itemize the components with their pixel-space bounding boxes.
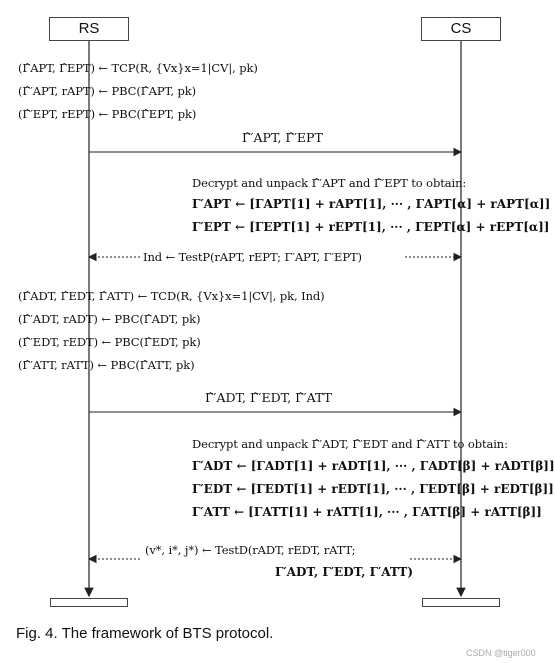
cs-gamma-att: Γ′ATT ← [ΓATT[1] + rATT[1], ··· , ΓATT[β… — [192, 505, 542, 519]
rs-end-box — [50, 598, 128, 607]
watermark: CSDN @tiger000 — [466, 648, 536, 658]
cs-gamma-edt: Γ′EDT ← [ΓEDT[1] + rEDT[1], ··· , ΓEDT[β… — [192, 482, 554, 496]
rs-step-tcp: (Γ̂APT, Γ̂EPT) ← TCP(R, {Vx}x=1|CV|, pk) — [18, 61, 258, 75]
cs-gamma-adt: Γ′ADT ← [ΓADT[1] + rADT[1], ··· , ΓADT[β… — [192, 459, 555, 473]
cs-label: CS — [450, 20, 472, 37]
msg2-label: Ind ← TestP(rAPT, rEPT; Γ′APT, Γ′EPT) — [143, 250, 362, 264]
rs-participant-box: RS — [49, 17, 129, 41]
msg3-label: Γ̂′ADT, Γ̂′EDT, Γ̂′ATT — [205, 390, 332, 405]
rs-step-pbc-edt: (Γ̂′EDT, rEDT) ← PBC(Γ̂EDT, pk) — [18, 335, 201, 349]
cs-end-box — [422, 598, 500, 607]
msg1-label: Γ̂′APT, Γ̂′EPT — [242, 130, 323, 145]
cs-decrypt-heading-1: Decrypt and unpack Γ̂′APT and Γ̂′EPT to … — [192, 176, 467, 190]
rs-step-pbc-apt: (Γ̂′APT, rAPT) ← PBC(Γ̂APT, pk) — [18, 84, 196, 98]
msg4-label-line1: (v*, i*, j*) ← TestD(rADT, rEDT, rATT; — [145, 543, 356, 557]
rs-step-tcd: (Γ̂ADT, Γ̂EDT, Γ̂ATT) ← TCD(R, {Vx}x=1|C… — [18, 289, 325, 303]
msg4-label-line2: Γ′ADT, Γ′EDT, Γ′ATT) — [275, 565, 414, 579]
figure-caption: Fig. 4. The framework of BTS protocol. — [16, 625, 274, 642]
rs-step-pbc-adt: (Γ̂′ADT, rADT) ← PBC(Γ̂ADT, pk) — [18, 312, 201, 326]
cs-decrypt-heading-2: Decrypt and unpack Γ̂′ADT, Γ̂′EDT and Γ̂… — [192, 437, 508, 451]
cs-gamma-ept: Γ′EPT ← [ΓEPT[1] + rEPT[1], ··· , ΓEPT[α… — [192, 220, 550, 234]
rs-step-pbc-ept: (Γ̂′EPT, rEPT) ← PBC(Γ̂EPT, pk) — [18, 107, 197, 121]
rs-label: RS — [78, 20, 100, 37]
cs-gamma-apt: Γ′APT ← [ΓAPT[1] + rAPT[1], ··· , ΓAPT[α… — [192, 197, 551, 211]
rs-step-pbc-att: (Γ̂′ATT, rATT) ← PBC(Γ̂ATT, pk) — [18, 358, 195, 372]
cs-participant-box: CS — [421, 17, 501, 41]
